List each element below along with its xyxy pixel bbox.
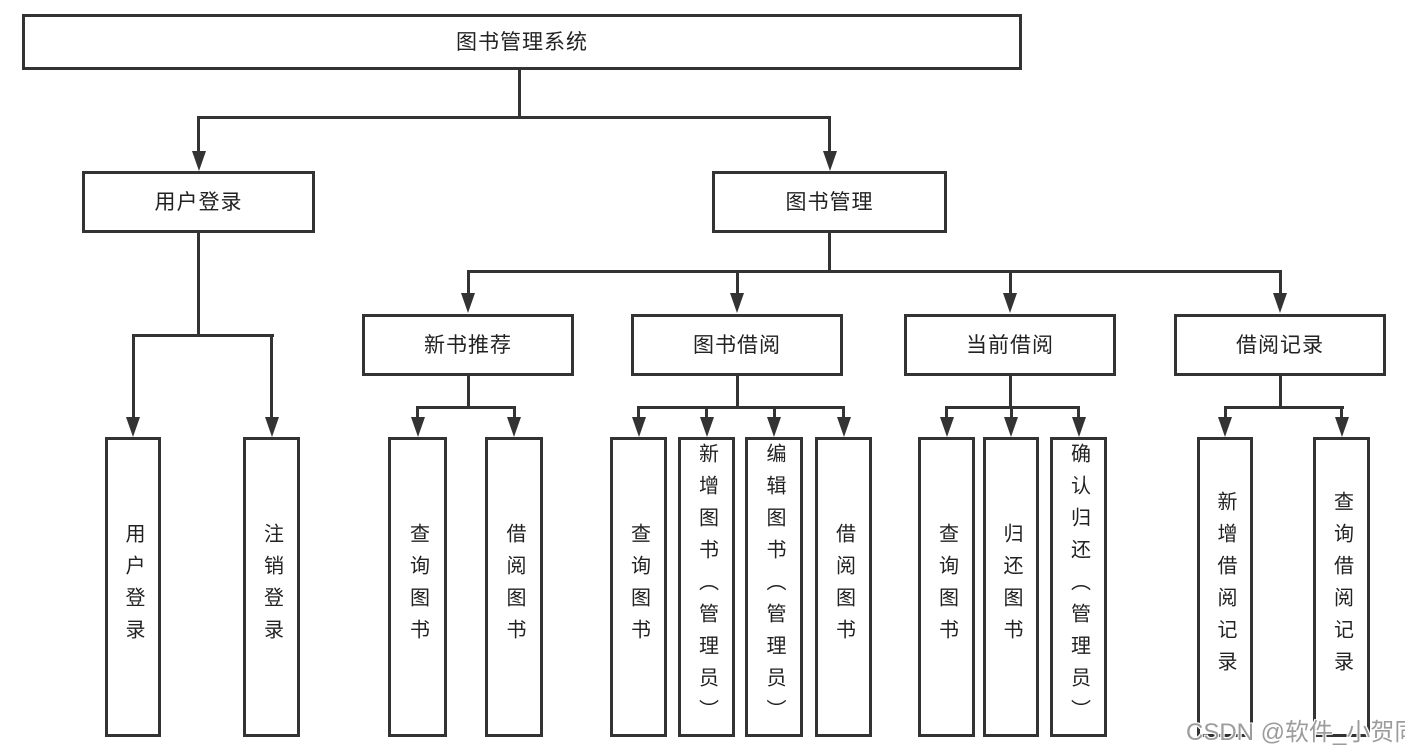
leaf-logout: 注销登录 xyxy=(243,437,300,737)
node-user-login: 用户登录 xyxy=(82,171,315,233)
leaf-borrowing-query-label: 查询图书 xyxy=(627,523,650,651)
leaf-records-query-label: 查询借阅记录 xyxy=(1330,491,1353,683)
arrowhead-down-icon xyxy=(837,417,851,437)
arrowhead-down-icon xyxy=(192,151,206,171)
connector-mgmt-drop-2 xyxy=(736,270,739,294)
connector-mgmt-drop-1 xyxy=(467,270,470,294)
leaf-borrowing-add-book-label: 新增图书（管理员） xyxy=(695,443,718,731)
leaf-newbook-query: 查询图书 xyxy=(388,437,447,737)
node-new-book-recommend: 新书推荐 xyxy=(362,314,574,376)
leaf-records-query: 查询借阅记录 xyxy=(1313,437,1370,737)
leaf-current-query: 查询图书 xyxy=(918,437,975,737)
connector-borrowing-drop-4 xyxy=(842,406,845,419)
leaf-current-return: 归还图书 xyxy=(983,437,1039,737)
leaf-user-login-label: 用户登录 xyxy=(122,523,144,651)
leaf-records-add-label: 新增借阅记录 xyxy=(1214,491,1236,683)
node-root-label: 图书管理系统 xyxy=(456,30,588,54)
arrowhead-down-icon xyxy=(1273,293,1287,313)
connector-newbook-stem xyxy=(467,376,470,409)
arrowhead-down-icon xyxy=(1003,293,1017,313)
connector-mgmt-drop-3 xyxy=(1009,270,1012,294)
connector-borrowing-drop-3 xyxy=(773,406,776,419)
node-new-book-recommend-label: 新书推荐 xyxy=(424,333,512,357)
leaf-borrowing-edit-book-label: 编辑图书（管理员） xyxy=(763,443,785,731)
node-book-borrowing-label: 图书借阅 xyxy=(693,333,781,357)
leaf-current-query-label: 查询图书 xyxy=(935,523,958,651)
arrowhead-down-icon xyxy=(265,417,279,437)
node-book-management: 图书管理 xyxy=(712,171,947,233)
arrowhead-down-icon xyxy=(1335,417,1349,437)
connector-borrowing-stem xyxy=(736,376,739,409)
arrowhead-down-icon xyxy=(1004,417,1018,437)
leaf-user-login: 用户登录 xyxy=(105,437,161,737)
connector-newbook-drop-2 xyxy=(513,406,516,419)
csdn-watermark: CSDN @软件_小贺同学 xyxy=(1186,719,1405,746)
connector-records-drop-2 xyxy=(1340,406,1343,419)
connector-root-drop-left xyxy=(197,116,200,154)
leaf-borrowing-borrow-label: 借阅图书 xyxy=(832,523,855,651)
leaf-current-confirm-return: 确认归还（管理员） xyxy=(1050,437,1107,737)
connector-newbook-elbow xyxy=(416,406,516,409)
connector-borrowing-elbow xyxy=(637,406,845,409)
node-root: 图书管理系统 xyxy=(22,14,1022,70)
connector-borrowing-drop-1 xyxy=(637,406,640,419)
leaf-records-add: 新增借阅记录 xyxy=(1197,437,1253,737)
node-borrowing-records: 借阅记录 xyxy=(1174,314,1386,376)
leaf-borrowing-edit-book: 编辑图书（管理员） xyxy=(745,437,803,737)
connector-userlogin-drop-2 xyxy=(270,334,273,418)
connector-mgmt-stem xyxy=(828,233,831,273)
arrowhead-down-icon xyxy=(823,151,837,171)
leaf-newbook-query-label: 查询图书 xyxy=(406,523,429,651)
connector-current-drop-2 xyxy=(1010,406,1013,419)
arrowhead-down-icon xyxy=(461,293,475,313)
arrowhead-down-icon xyxy=(700,417,714,437)
arrowhead-down-icon xyxy=(940,417,954,437)
arrowhead-down-icon xyxy=(767,417,781,437)
leaf-current-return-label: 归还图书 xyxy=(1000,523,1022,651)
node-user-login-label: 用户登录 xyxy=(154,190,243,214)
connector-records-drop-1 xyxy=(1224,406,1227,419)
leaf-borrowing-query: 查询图书 xyxy=(610,437,667,737)
leaf-current-confirm-return-label: 确认归还（管理员） xyxy=(1067,443,1090,731)
arrowhead-down-icon xyxy=(1218,417,1232,437)
node-current-borrowing-label: 当前借阅 xyxy=(966,333,1054,357)
node-book-management-label: 图书管理 xyxy=(785,190,874,214)
leaf-newbook-borrow-label: 借阅图书 xyxy=(503,523,525,651)
leaf-newbook-borrow: 借阅图书 xyxy=(485,437,543,737)
node-current-borrowing: 当前借阅 xyxy=(904,314,1116,376)
connector-root-elbow xyxy=(197,116,831,119)
arrowhead-down-icon xyxy=(730,293,744,313)
connector-newbook-drop-1 xyxy=(416,406,419,419)
connector-mgmt-drop-4 xyxy=(1279,270,1282,294)
arrowhead-down-icon xyxy=(632,417,646,437)
connector-records-elbow xyxy=(1224,406,1344,409)
leaf-logout-label: 注销登录 xyxy=(260,523,283,651)
connector-records-stem xyxy=(1279,376,1282,409)
connector-current-drop-1 xyxy=(945,406,948,419)
node-book-borrowing: 图书借阅 xyxy=(631,314,843,376)
connector-current-stem xyxy=(1009,376,1012,409)
connector-borrowing-drop-2 xyxy=(705,406,708,419)
arrowhead-down-icon xyxy=(411,417,425,437)
arrowhead-down-icon xyxy=(126,417,140,437)
connector-root-drop-right xyxy=(828,116,831,154)
connector-mgmt-elbow xyxy=(467,270,1282,273)
leaf-borrowing-add-book: 新增图书（管理员） xyxy=(678,437,735,737)
connector-current-drop-3 xyxy=(1077,406,1080,419)
connector-root-stem xyxy=(518,69,521,119)
connector-userlogin-stem xyxy=(197,233,200,337)
connector-userlogin-elbow xyxy=(132,334,274,337)
connector-userlogin-drop-1 xyxy=(132,334,135,418)
leaf-borrowing-borrow: 借阅图书 xyxy=(815,437,872,737)
arrowhead-down-icon xyxy=(507,417,521,437)
node-borrowing-records-label: 借阅记录 xyxy=(1236,333,1324,357)
arrowhead-down-icon xyxy=(1072,417,1086,437)
